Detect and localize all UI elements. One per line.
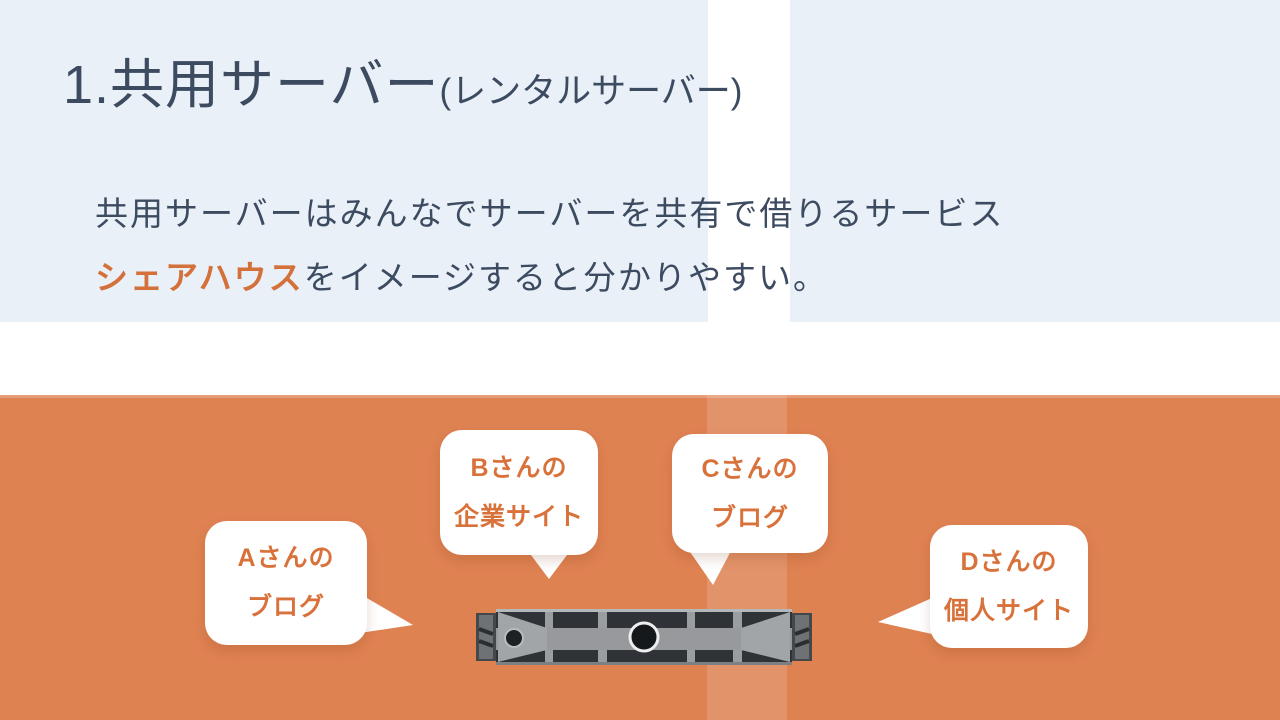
bubble-d-line-1: Dさんの bbox=[960, 547, 1058, 576]
page-title-sub: (レンタルサーバー) bbox=[439, 72, 743, 111]
bubble-b-line-2: 企業サイト bbox=[453, 502, 584, 531]
bubble-a-line-1: Aさんの bbox=[237, 544, 335, 572]
vertical-stripe-top bbox=[708, 0, 790, 322]
diagram-panel bbox=[0, 395, 1280, 720]
bubble-c-line-2: ブログ bbox=[710, 503, 789, 532]
bubble-b-tail bbox=[528, 551, 570, 579]
speech-bubble-b: Bさんの 企業サイト bbox=[440, 430, 598, 555]
description-line-2: シェアハウスをイメージすると分かりやすい。 bbox=[95, 246, 1004, 310]
speech-bubble-c: Cさんの ブログ bbox=[672, 434, 828, 553]
description-line-2-rest: をイメージすると分かりやすい。 bbox=[303, 259, 829, 296]
separator-band bbox=[0, 322, 1280, 395]
bubble-c-line-1: Cさんの bbox=[701, 454, 799, 483]
bubble-a-tail bbox=[360, 594, 413, 633]
header-band bbox=[0, 0, 1280, 322]
bubble-d-tail bbox=[878, 598, 932, 634]
bubble-b-line-1: Bさんの bbox=[470, 453, 568, 482]
speech-bubble-d: Dさんの 個人サイト bbox=[930, 525, 1088, 648]
accent-keyword: シェアハウス bbox=[95, 259, 304, 296]
speech-bubble-a: Aさんの ブログ bbox=[205, 521, 367, 645]
description-text: 共用サーバーはみんなでサーバーを共有で借りるサービス シェアハウスをイメージする… bbox=[95, 182, 1004, 310]
description-line-1: 共用サーバーはみんなでサーバーを共有で借りるサービス bbox=[95, 195, 1005, 232]
bubble-d-line-2: 個人サイト bbox=[943, 596, 1074, 625]
bubble-a-line-2: ブログ bbox=[246, 593, 325, 621]
page-title: 1.共用サーバー(レンタルサーバー) bbox=[63, 40, 742, 119]
page-title-main: 1.共用サーバー bbox=[63, 55, 440, 115]
bubble-c-tail bbox=[688, 549, 732, 585]
rack-server-icon bbox=[476, 609, 812, 665]
